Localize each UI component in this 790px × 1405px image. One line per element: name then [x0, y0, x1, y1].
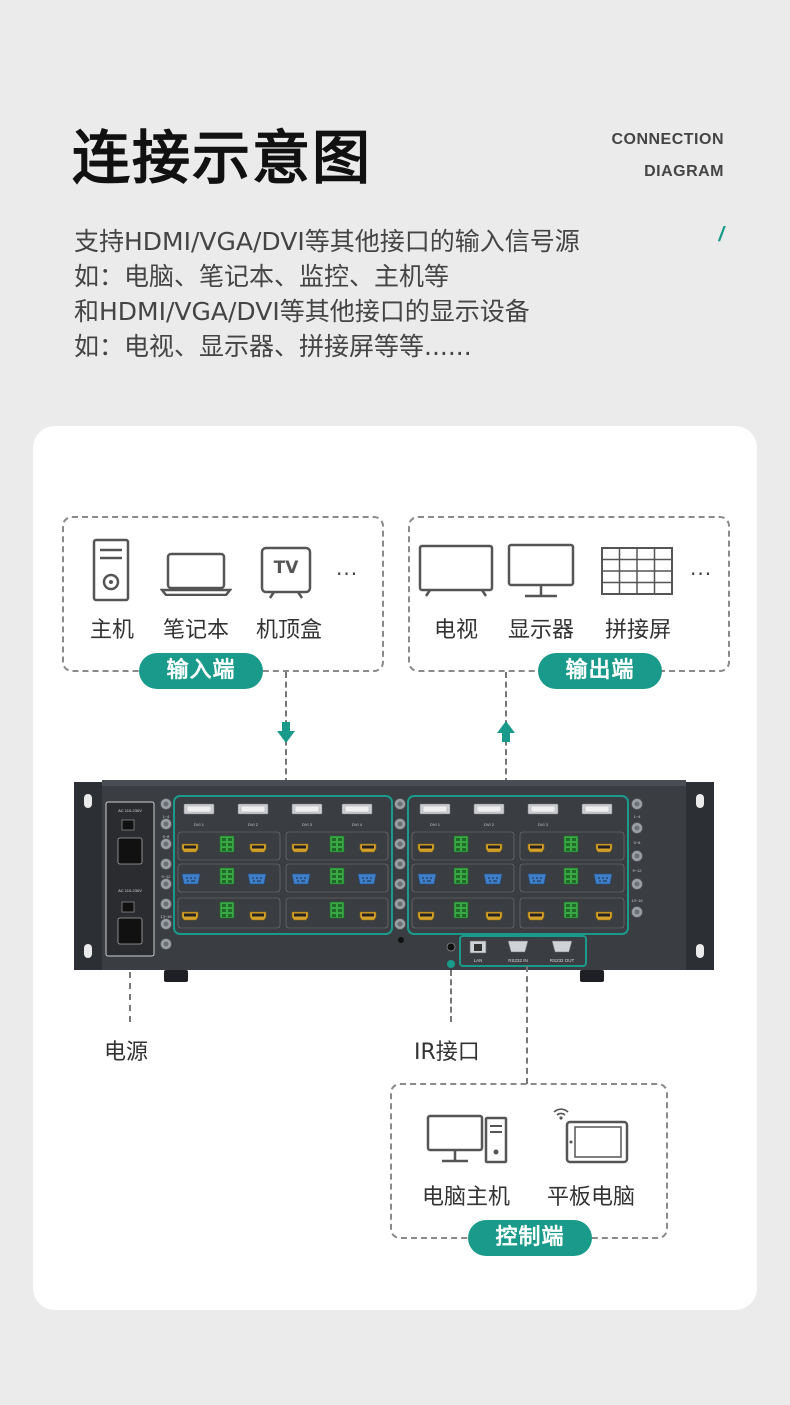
description-line-1: 支持HDMI/VGA/DVI等其他接口的输入信号源: [74, 227, 580, 256]
output-dvi-1-label: DVI 1: [430, 822, 441, 827]
desktop-computer-icon: [426, 1114, 508, 1164]
ir-connector-line: [450, 970, 452, 1022]
control-connector-line: [526, 966, 528, 1084]
description-line-3: 和HDMI/VGA/DVI等其他接口的显示设备: [74, 297, 530, 326]
power-label: 电源: [104, 1040, 149, 1065]
slash-accent: /: [718, 224, 724, 246]
output-dvi-3-label: DVI 3: [538, 822, 549, 827]
input-item-laptop: 笔记本: [162, 618, 229, 643]
laptop-icon: [160, 552, 232, 596]
input-dvi-2-label: DVI 2: [248, 822, 259, 827]
output-dvi-2-label: DVI 2: [484, 822, 495, 827]
power-label-2: AC 110-230V: [118, 888, 142, 893]
output-row-label-2: 5~8: [634, 840, 642, 845]
output-row-label-4: 13~16: [631, 898, 643, 903]
output-pill: 输出端: [538, 653, 662, 689]
input-dvi-3-label: DVI 3: [302, 822, 313, 827]
output-more-dots: ···: [690, 562, 713, 586]
output-item-tv: 电视: [433, 618, 478, 643]
english-title: CONNECTION DIAGRAM: [611, 124, 724, 188]
output-item-video-wall: 拼接屏: [604, 618, 671, 643]
arrow-up-icon: [497, 721, 515, 742]
rs232-out-label: RS232 OUT: [550, 958, 575, 963]
lan-port-label: LAN: [474, 958, 483, 963]
control-item-desktop: 电脑主机: [421, 1185, 510, 1210]
input-dvi-4-label: DVI 4: [352, 822, 363, 827]
output-row-3: [411, 863, 625, 893]
input-row-label-3: 9~12: [161, 874, 171, 879]
pc-tower-icon: [92, 538, 130, 602]
output-row-2: [411, 831, 625, 861]
input-row-label-4: 13~16: [160, 914, 172, 919]
output-row-label-1: 1~4: [634, 814, 642, 819]
control-item-tablet: 平板电脑: [546, 1185, 635, 1210]
matrix-switcher-device: AC 110-230V AC 110-230V DVI 1 DVI 2 DVI …: [74, 780, 714, 982]
set-top-box-icon: [260, 546, 312, 599]
english-title-line-1: CONNECTION: [611, 131, 724, 148]
input-item-set-top-box: 机顶盒: [255, 618, 322, 643]
video-wall-icon: [601, 547, 673, 595]
input-more-dots: ···: [336, 562, 359, 586]
description: 支持HDMI/VGA/DVI等其他接口的输入信号源 如：电脑、笔记本、监控、主机…: [74, 224, 580, 364]
input-dvi-1-label: DVI 1: [194, 822, 205, 827]
description-line-2: 如：电脑、笔记本、监控、主机等: [74, 262, 450, 291]
input-row-3: [177, 863, 389, 893]
control-pill: 控制端: [468, 1220, 592, 1256]
monitor-icon: [507, 543, 575, 598]
english-title-line-2: DIAGRAM: [644, 163, 724, 180]
power-connector-line: [129, 972, 131, 1022]
page-title: 连接示意图: [72, 124, 373, 192]
ir-interface-label: IR接口: [414, 1040, 480, 1065]
input-item-host: 主机: [89, 618, 134, 643]
input-pill: 输入端: [139, 653, 263, 689]
output-row-4: [411, 897, 625, 929]
rs232-in-label: RS232 IN: [508, 958, 528, 963]
power-label-1: AC 110-230V: [118, 808, 142, 813]
tv-icon-text: TV: [273, 558, 299, 578]
television-icon: [418, 544, 494, 597]
description-line-4: 如：电视、显示器、拼接屏等等......: [74, 332, 472, 361]
input-row-label-1: 1~4: [163, 814, 171, 819]
input-row-2: [177, 831, 389, 861]
output-item-monitor: 显示器: [507, 618, 574, 643]
output-row-label-3: 9~12: [632, 868, 642, 873]
tablet-icon: [553, 1108, 629, 1164]
ir-port-marker: [447, 960, 455, 968]
arrow-down-icon: [277, 722, 295, 743]
input-row-label-2: 5~8: [163, 834, 171, 839]
input-row-4: [177, 897, 389, 929]
